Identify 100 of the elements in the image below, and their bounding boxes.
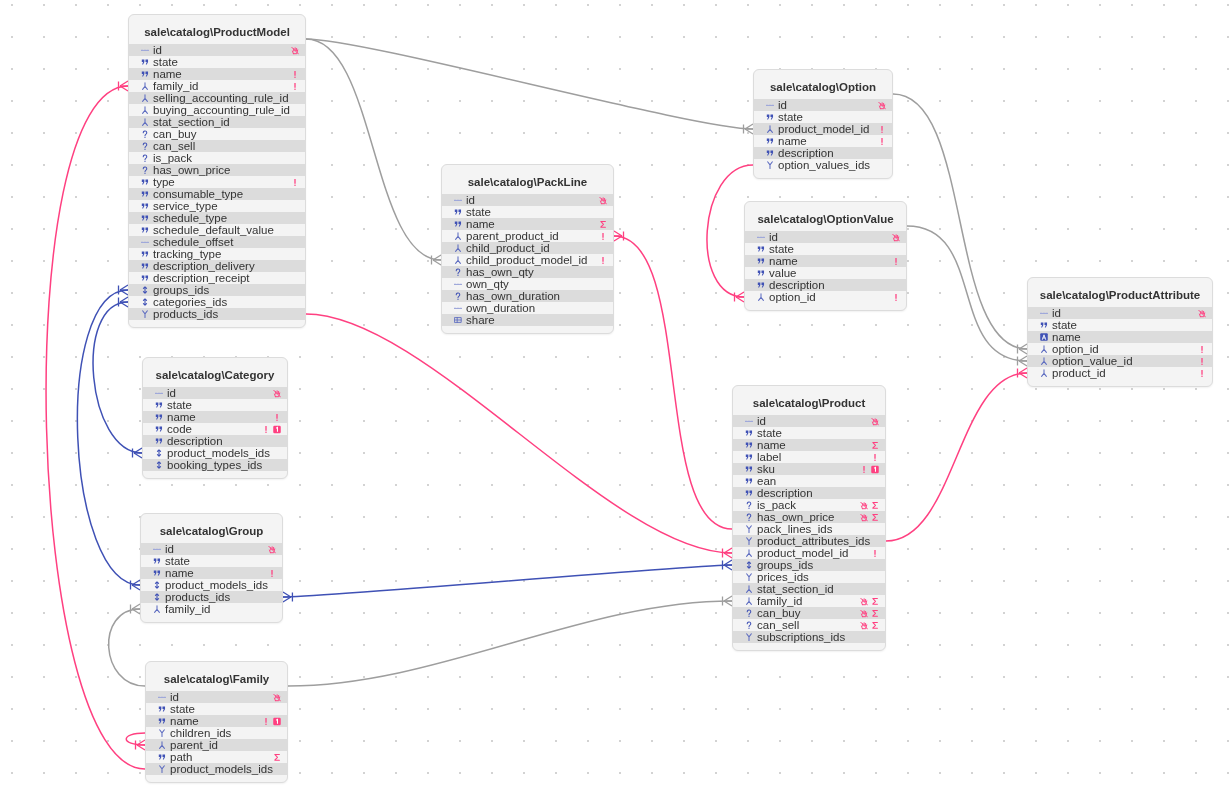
field-row bbox=[442, 194, 613, 206]
field-name: has_own_price bbox=[153, 164, 231, 176]
field-row bbox=[143, 459, 287, 471]
relationship-line bbox=[92, 296, 144, 459]
table-title: sale\catalog\Group bbox=[158, 524, 265, 539]
field-name: is_pack bbox=[757, 499, 796, 511]
entity-table bbox=[753, 69, 893, 179]
field-name: code bbox=[167, 423, 192, 435]
field-name: buying_accounting_rule_id bbox=[153, 104, 290, 116]
table-title: sale\catalog\Category bbox=[154, 368, 276, 383]
field-row bbox=[733, 631, 885, 643]
field-row bbox=[129, 260, 305, 272]
field-name: description bbox=[167, 435, 223, 447]
field-row bbox=[754, 147, 892, 159]
field-row bbox=[442, 290, 613, 302]
field-name: has_own_price bbox=[757, 511, 835, 523]
field-row bbox=[442, 218, 613, 230]
field-name: has_own_qty bbox=[466, 266, 534, 278]
field-row bbox=[442, 314, 613, 326]
field-name: children_ids bbox=[170, 727, 232, 739]
field-name: child_product_id bbox=[466, 242, 550, 254]
field-row bbox=[146, 763, 287, 775]
field-row bbox=[745, 231, 906, 243]
table-title: sale\catalog\PackLine bbox=[466, 175, 589, 190]
field-row bbox=[733, 415, 885, 427]
field-name: family_id bbox=[153, 80, 199, 92]
field-row bbox=[745, 255, 906, 267]
field-row bbox=[129, 68, 305, 80]
field-name: label bbox=[757, 451, 782, 463]
field-name: is_pack bbox=[153, 152, 192, 164]
field-row bbox=[745, 279, 906, 291]
relationship-line bbox=[906, 225, 1029, 367]
field-name: product_models_ids bbox=[170, 763, 273, 775]
field-name: value bbox=[769, 267, 797, 279]
field-row bbox=[129, 164, 305, 176]
field-name: family_id bbox=[757, 595, 803, 607]
field-name: categories_ids bbox=[153, 296, 228, 308]
field-row bbox=[146, 739, 287, 751]
field-name: id bbox=[778, 99, 787, 111]
field-name: product_model_id bbox=[778, 123, 870, 135]
field-name: state bbox=[1052, 319, 1077, 331]
entity-table bbox=[140, 513, 283, 623]
field-name: subscriptions_ids bbox=[757, 631, 846, 643]
field-name: child_product_model_id bbox=[466, 254, 588, 266]
field-row bbox=[129, 188, 305, 200]
field-row bbox=[129, 212, 305, 224]
field-row bbox=[442, 242, 613, 254]
field-name: own_duration bbox=[466, 302, 536, 314]
relationship-line bbox=[706, 164, 754, 303]
field-row bbox=[733, 511, 885, 523]
field-name: service_type bbox=[153, 200, 218, 212]
field-name: name bbox=[165, 567, 194, 579]
field-name: has_own_duration bbox=[466, 290, 560, 302]
field-name: stat_section_id bbox=[153, 116, 230, 128]
field-name: groups_ids bbox=[757, 559, 814, 571]
field-name: can_buy bbox=[757, 607, 801, 619]
field-name: id bbox=[1052, 307, 1061, 319]
field-name: state bbox=[757, 427, 782, 439]
relationship-line bbox=[125, 732, 146, 751]
field-name: sku bbox=[757, 463, 775, 475]
field-name: family_id bbox=[165, 603, 211, 615]
field-name: name bbox=[167, 411, 196, 423]
field-name: id bbox=[769, 231, 778, 243]
field-name: description_delivery bbox=[153, 260, 255, 272]
entity-table bbox=[142, 357, 288, 479]
field-row bbox=[129, 92, 305, 104]
field-name: product_attributes_ids bbox=[757, 535, 871, 547]
field-name: pack_lines_ids bbox=[757, 523, 833, 535]
field-name: state bbox=[153, 56, 178, 68]
field-name: consumable_type bbox=[153, 188, 244, 200]
field-name: can_sell bbox=[757, 619, 800, 631]
field-name: description bbox=[769, 279, 825, 291]
field-name: name bbox=[778, 135, 807, 147]
field-name: tracking_type bbox=[153, 248, 222, 260]
field-name: booking_types_ids bbox=[167, 459, 263, 471]
field-row bbox=[141, 543, 282, 555]
field-row bbox=[733, 439, 885, 451]
field-row bbox=[1028, 331, 1212, 343]
field-name: name bbox=[757, 439, 786, 451]
field-name: ean bbox=[757, 475, 777, 487]
relationship-line bbox=[305, 38, 443, 266]
field-name: id bbox=[167, 387, 176, 399]
field-name: stat_section_id bbox=[757, 583, 834, 595]
field-name: selling_accounting_rule_id bbox=[153, 92, 289, 104]
field-row bbox=[754, 123, 892, 135]
field-name: can_buy bbox=[153, 128, 197, 140]
field-name: option_value_id bbox=[1052, 355, 1133, 367]
field-row bbox=[1028, 307, 1212, 319]
relationship-line bbox=[282, 559, 733, 603]
field-row bbox=[129, 140, 305, 152]
field-name: product_id bbox=[1052, 367, 1106, 379]
field-row bbox=[143, 411, 287, 423]
entity-table bbox=[128, 14, 306, 328]
field-name: id bbox=[466, 194, 475, 206]
field-name: state bbox=[466, 206, 491, 218]
field-name: own_qty bbox=[466, 278, 509, 290]
field-name: description_receipt bbox=[153, 272, 250, 284]
relationship-line bbox=[892, 93, 1029, 355]
field-name: name bbox=[466, 218, 495, 230]
entity-table bbox=[732, 385, 886, 651]
